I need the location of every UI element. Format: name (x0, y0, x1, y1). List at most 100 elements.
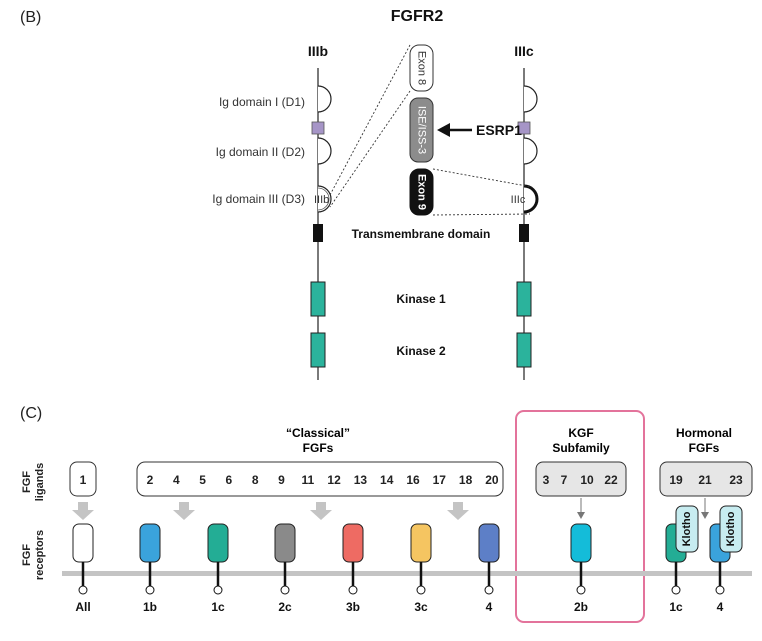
ligand-fgf-11: 11 (301, 473, 314, 487)
kinase1-block-left (310, 281, 326, 317)
ig-domain-d3-right (523, 184, 539, 214)
klotho-label-right: Klotho (725, 511, 737, 546)
ig-domain-d1-right (523, 85, 538, 113)
tm-block-right (519, 224, 529, 242)
ligand-fgf-7: 7 (561, 473, 568, 487)
ligand-fgf-13: 13 (354, 473, 368, 487)
receptor-label: 3c (414, 600, 428, 614)
exon-connectors (329, 44, 533, 216)
membrane-line (62, 571, 752, 576)
ligand-fgf-22: 22 (604, 473, 618, 487)
receptor-body (410, 523, 432, 563)
ligand-fgf-12: 12 (327, 473, 341, 487)
ligand-fgf-18: 18 (459, 473, 473, 487)
kinase1-block-right (516, 281, 532, 317)
receptor-iiic-schematic (516, 68, 539, 380)
receptor-foot (145, 585, 155, 595)
receptor-body (207, 523, 229, 563)
esrp1-label: ESRP1 (476, 122, 522, 138)
ligand-fgf-20: 20 (485, 473, 499, 487)
tm-domain-label: Transmembrane domain (352, 227, 491, 241)
tm-block-left (313, 224, 323, 242)
receptor-foot (576, 585, 586, 595)
exon9-label: Exon 9 (416, 174, 428, 210)
thin-arrows (577, 498, 709, 519)
arrow-classical-2 (310, 502, 332, 520)
receptor-label: 1c (669, 600, 683, 614)
row-label-receptors-1: FGF (21, 544, 33, 566)
linker-square-left (311, 121, 325, 135)
ligand-box-hormonal (659, 461, 753, 497)
tag-iiic-d3: IIIc (511, 194, 526, 206)
ligand-fgf-5: 5 (199, 473, 206, 487)
receptor-3b-4: 3b (342, 523, 364, 614)
row-label-ligands-2: ligands (34, 463, 46, 502)
receptor-2b-7: 2b (570, 523, 592, 614)
ig-domain-d2-left (317, 137, 332, 165)
arrow-classical-3 (447, 502, 469, 520)
receptor-foot (348, 585, 358, 595)
tag-iiib-d3: IIIb (314, 194, 329, 206)
receptor-foot (416, 585, 426, 595)
kgf-title-2: Subfamily (552, 441, 610, 455)
ligand-fgf-17: 17 (433, 473, 447, 487)
isoform-iiic-heading: IIIc (514, 43, 534, 59)
fgfr2-title: FGFR2 (391, 8, 444, 25)
exon-column: Exon 8 ISE/ISS-3 Exon 9 (409, 44, 434, 216)
kgf-subfamily-frame (515, 410, 645, 623)
ise-iss3-box (409, 97, 434, 163)
exon8-label: Exon 8 (416, 51, 428, 85)
kinase2-block-left (310, 332, 326, 368)
receptor-label: 1b (143, 600, 157, 614)
label-d1: Ig domain I (D1) (219, 95, 305, 109)
receptor-label: 3b (346, 600, 360, 614)
receptor-body (342, 523, 364, 563)
ligand-fgf-21: 21 (698, 473, 712, 487)
ligand-fgf-4: 4 (173, 473, 180, 487)
receptor-1b-1: 1b (139, 523, 161, 614)
ise-iss3-label: ISE/ISS-3 (416, 106, 428, 154)
receptor-body (478, 523, 500, 563)
receptor-1c-2: 1c (207, 523, 229, 614)
ligand-fgf-9: 9 (278, 473, 285, 487)
kinase1-label: Kinase 1 (396, 292, 446, 306)
receptor-label: 2b (574, 600, 588, 614)
ligand-box-kgf (535, 461, 627, 497)
receptor-3c-5: 3c (410, 523, 432, 614)
ligand-box-classical (136, 461, 504, 497)
ligand-fgf-2: 2 (147, 473, 154, 487)
kinase2-block-right (516, 332, 532, 368)
ig-domain-d2-right (523, 137, 538, 165)
receptor-label: 1c (211, 600, 225, 614)
kgf-title-1: KGF (568, 426, 593, 440)
panel-b-label: (B) (20, 9, 41, 26)
receptor-body (139, 523, 161, 563)
receptor-foot (715, 585, 725, 595)
receptor-label: 4 (717, 600, 724, 614)
label-d3: Ig domain III (D3) (212, 192, 305, 206)
receptor-foot (671, 585, 681, 595)
isoform-iiib-heading: IIIb (308, 43, 328, 59)
receptor-foot (280, 585, 290, 595)
ig-domain-d1-left (317, 85, 332, 113)
ligand-numbers-all: 1 (80, 473, 87, 487)
linker-square-right (517, 121, 531, 135)
ligand-fgf-14: 14 (380, 473, 394, 487)
exon9-box (409, 168, 434, 216)
receptor-4-6: 4 (478, 523, 500, 614)
exon8-box (409, 44, 434, 92)
row-label-receptors-2: receptors (34, 530, 46, 580)
klotho-box-left (675, 505, 699, 553)
ligand-fgf-19: 19 (669, 473, 683, 487)
binding-arrows (72, 502, 469, 520)
ligand-fgf-16: 16 (406, 473, 420, 487)
receptor-foot (213, 585, 223, 595)
receptor-body (570, 523, 592, 563)
receptor-All-0: All (72, 523, 94, 614)
receptor-label: 4 (486, 600, 493, 614)
klotho-right: Klotho (719, 505, 743, 553)
